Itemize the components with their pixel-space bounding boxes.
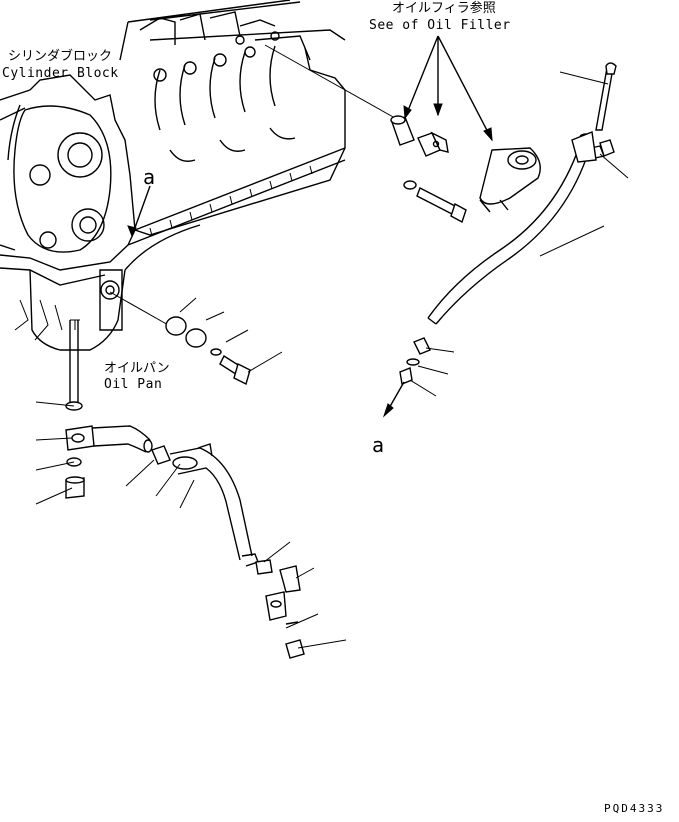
cylinder-block-drawing: [0, 0, 346, 351]
oil-pan-label-jp: オイルパン: [104, 361, 170, 376]
oil-pan-label-en: Oil Pan: [104, 377, 163, 392]
drawing-code: PQD4333: [604, 802, 665, 815]
reference-a-lower: a: [372, 433, 385, 457]
oil-filler-label-jp: オイルフィラ参照: [392, 1, 496, 16]
cylinder-block-label-en: Cylinder Block: [2, 66, 119, 81]
drain-and-pipe: [65, 320, 305, 659]
callout-leaders: [35, 71, 629, 649]
oil-pan-hardware: [109, 291, 251, 386]
oil-filler-label-en: See of Oil Filler: [369, 18, 511, 33]
cylinder-block-label-jp: シリンダブロック: [8, 49, 113, 64]
dipstick-tube: [382, 62, 617, 418]
oil-filler-leaders: [264, 35, 493, 142]
reference-a-upper: a: [143, 165, 156, 189]
oil-filler-parts: [390, 115, 541, 224]
